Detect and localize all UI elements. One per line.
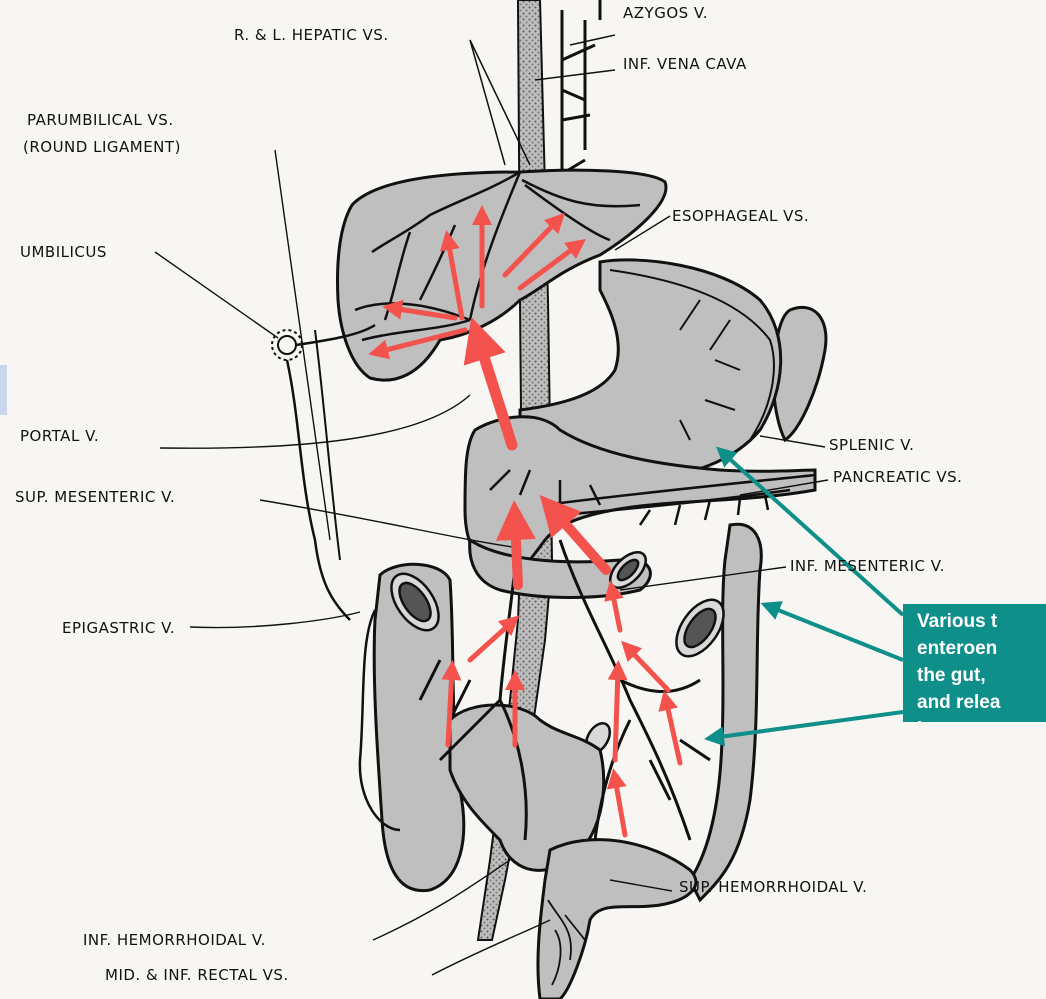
callout-line-2: enteroen <box>917 635 1046 662</box>
label-azygos-v: AZYGOS V. <box>623 4 708 22</box>
sma-arrow <box>515 520 518 585</box>
callout-line-5: hormone <box>917 716 1046 722</box>
label-sup-mesenteric-v: SUP. MESENTERIC V. <box>15 488 175 506</box>
label-hepatic-vs: R. & L. HEPATIC VS. <box>234 26 389 44</box>
label-round-ligament: (ROUND LIGAMENT) <box>23 138 181 156</box>
epigastric-vein <box>287 360 350 620</box>
label-splenic-v: SPLENIC V. <box>829 436 914 454</box>
callout-arrow-colon <box>768 606 903 660</box>
callout-line-1: Various t <box>917 608 1046 635</box>
label-mid-inf-rectal-vs: MID. & INF. RECTAL VS. <box>105 966 289 984</box>
callout-line-4: and relea <box>917 689 1046 716</box>
label-esophageal-vs: ESOPHAGEAL VS. <box>672 207 809 225</box>
azygos-vein <box>560 0 600 175</box>
descending-colon <box>690 524 761 900</box>
label-inf-hemorrhoidal-v: INF. HEMORRHOIDAL V. <box>83 931 266 949</box>
label-inf-mesenteric-v: INF. MESENTERIC V. <box>790 557 945 575</box>
callout-line-3: the gut, <box>917 662 1046 689</box>
label-parumbilical-vs: PARUMBILICAL VS. <box>27 111 174 129</box>
label-umbilicus: UMBILICUS <box>20 243 107 261</box>
label-portal-v: PORTAL V. <box>20 427 99 445</box>
label-sup-hemorrhoidal-v: SUP. HEMORRHOIDAL V. <box>679 878 867 896</box>
label-epigastric-v: EPIGASTRIC V. <box>62 619 175 637</box>
label-pancreatic-vs: PANCREATIC VS. <box>833 468 962 486</box>
label-inf-vena-cava: INF. VENA CAVA <box>623 55 747 73</box>
callout-box: Various t enteroen the gut, and relea ho… <box>903 604 1046 722</box>
